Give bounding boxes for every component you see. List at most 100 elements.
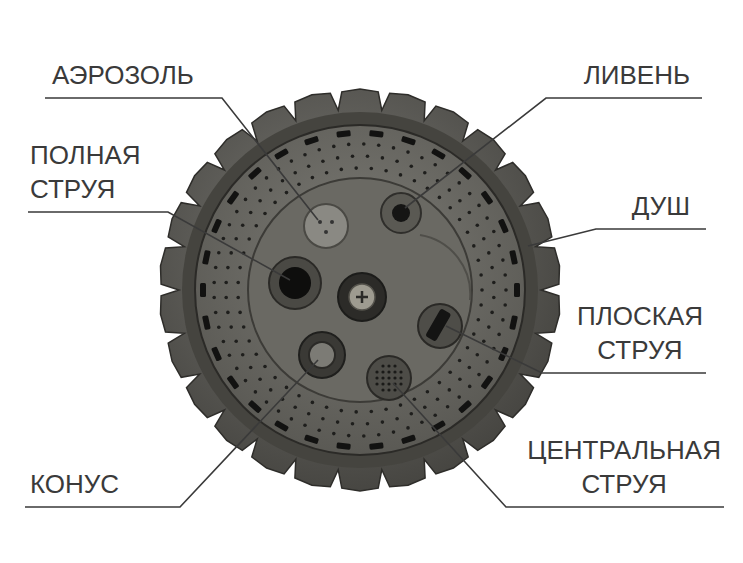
face-dot — [332, 432, 336, 436]
rim-slot — [458, 400, 472, 414]
face-dot — [247, 237, 251, 241]
face-dot — [258, 199, 262, 203]
face-dot — [438, 196, 442, 200]
face-dot — [476, 223, 480, 227]
jet-hole — [399, 376, 402, 379]
face-dot — [448, 388, 452, 392]
face-dot — [492, 281, 496, 285]
face-dot — [297, 183, 301, 187]
face-dot — [370, 410, 374, 414]
face-dot — [222, 237, 226, 241]
face-dot — [217, 251, 221, 255]
face-dot — [217, 325, 221, 329]
face-dot — [458, 199, 462, 203]
screw-cross — [356, 291, 368, 303]
face-dot — [254, 186, 258, 190]
face-dot — [480, 288, 484, 292]
face-dot — [448, 370, 452, 374]
jet-hole — [393, 388, 396, 391]
face-dot — [468, 211, 472, 215]
central-jet-holes — [375, 364, 402, 391]
face-dot — [482, 340, 486, 344]
face-dot — [395, 417, 399, 421]
face-dot — [340, 409, 344, 413]
face-dot — [269, 388, 273, 392]
face-dot — [234, 340, 238, 344]
part-label: ДУШ — [632, 190, 690, 224]
jet-hole — [393, 364, 396, 367]
part-label: ПОЛНАЯ СТРУЯ — [30, 139, 141, 207]
face-dot — [229, 325, 233, 329]
face-dot — [336, 156, 340, 160]
face-dot — [293, 406, 297, 410]
face-dot — [347, 143, 351, 147]
center-screw — [349, 284, 375, 310]
face-dot — [426, 390, 430, 394]
part-label: КОНУС — [30, 468, 119, 502]
face-dot — [497, 333, 501, 337]
face-dot — [254, 352, 258, 356]
face-dot — [311, 401, 315, 405]
face-dot — [392, 430, 396, 434]
face-dot — [420, 420, 424, 424]
face-dot — [325, 406, 329, 410]
jet-hole — [387, 388, 390, 391]
jet-hole — [375, 376, 378, 379]
face-dot — [297, 394, 301, 398]
face-dot — [468, 366, 472, 370]
rim-slot — [401, 136, 416, 146]
face-dot — [238, 311, 242, 315]
nozzle-hole — [324, 230, 328, 234]
face-dot — [317, 148, 321, 152]
shower-area — [420, 235, 470, 300]
rim-slot — [211, 218, 222, 233]
face-dot — [438, 381, 442, 385]
face-dot — [446, 405, 450, 409]
face-dot — [487, 325, 491, 329]
rim-slot — [401, 434, 416, 444]
face-dot — [413, 397, 417, 401]
face-dot — [479, 273, 483, 277]
face-dot — [501, 258, 505, 262]
face-dot — [229, 251, 233, 255]
face-dot — [466, 346, 470, 350]
jet-hole — [375, 370, 378, 373]
face-dot — [477, 258, 481, 262]
face-dot — [224, 296, 228, 300]
jet-hole — [387, 376, 390, 379]
rim-slot — [498, 218, 509, 233]
rim-slot — [458, 166, 472, 180]
jet-hole — [399, 370, 402, 373]
face-dot — [384, 169, 388, 173]
nozzle-hole — [318, 220, 322, 224]
jet-hole — [381, 382, 384, 385]
face-dot — [265, 400, 269, 404]
face-dot — [212, 296, 216, 300]
face-dot — [351, 154, 355, 158]
face-dot — [214, 311, 218, 315]
face-dot — [273, 201, 277, 205]
face-dots — [212, 142, 507, 438]
face-dot — [249, 211, 253, 215]
dial-face — [195, 125, 525, 455]
cone-nozzle — [299, 332, 345, 378]
face-dot — [399, 403, 403, 407]
face-dot — [254, 390, 258, 394]
face-dot — [354, 166, 358, 170]
face-dot — [485, 360, 489, 364]
face-dot — [235, 367, 239, 371]
rim-slot — [226, 190, 239, 205]
face-dot — [311, 176, 315, 180]
face-dot — [228, 223, 232, 227]
rim-slot — [480, 190, 493, 205]
full-jet-nozzle — [269, 257, 321, 309]
face-dot — [366, 422, 370, 426]
face-dot — [490, 266, 494, 270]
rim-slot — [226, 375, 239, 390]
face-dot — [226, 311, 230, 315]
leader-line — [528, 229, 706, 246]
face-dot — [487, 251, 491, 255]
face-dot — [458, 378, 462, 382]
face-dot — [457, 395, 461, 399]
